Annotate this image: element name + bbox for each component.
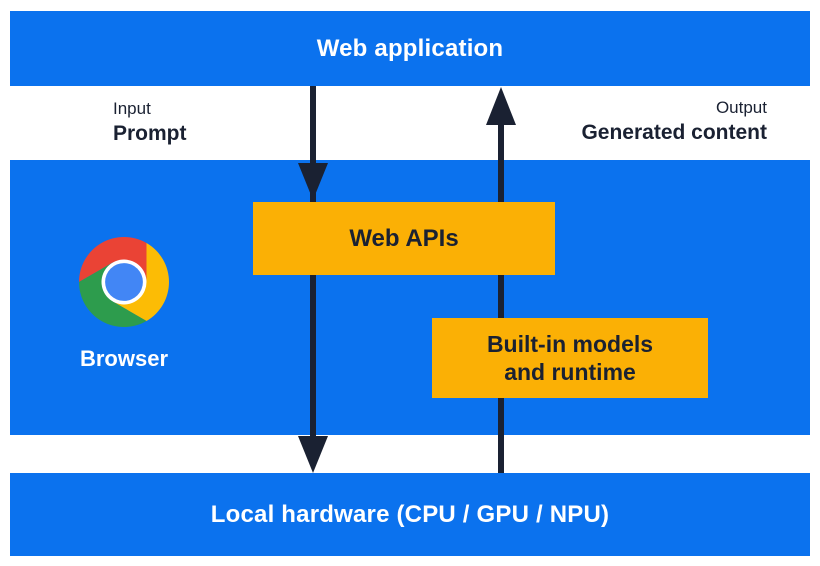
chrome-logo-icon	[79, 237, 169, 327]
browser-label: Browser	[79, 346, 169, 371]
web-application-bar: Web application	[10, 11, 810, 86]
web-apis-box: Web APIs	[253, 202, 555, 275]
web-application-label: Web application	[316, 34, 504, 62]
generated-flow-arrow-line	[498, 125, 504, 473]
input-value: Prompt	[113, 122, 187, 145]
builtin-models-box: Built-in models and runtime	[432, 318, 708, 398]
input-title: Input	[113, 99, 151, 118]
arrowhead-down-into-web-apis	[298, 163, 328, 200]
arrowhead-up-into-web-application	[486, 87, 516, 125]
input-label-group: Input Prompt	[113, 97, 187, 147]
local-hardware-label: Local hardware (CPU / GPU / NPU)	[210, 500, 610, 528]
web-apis-label: Web APIs	[349, 224, 459, 252]
local-hardware-bar: Local hardware (CPU / GPU / NPU)	[10, 473, 810, 556]
output-value: Generated content	[581, 121, 767, 144]
output-label-group: Output Generated content	[581, 96, 767, 146]
output-title: Output	[715, 98, 767, 117]
builtin-models-label-line1: Built-in models	[486, 331, 654, 357]
arrowhead-down-into-hardware	[298, 436, 328, 473]
builtin-models-label-line2: and runtime	[504, 359, 636, 385]
